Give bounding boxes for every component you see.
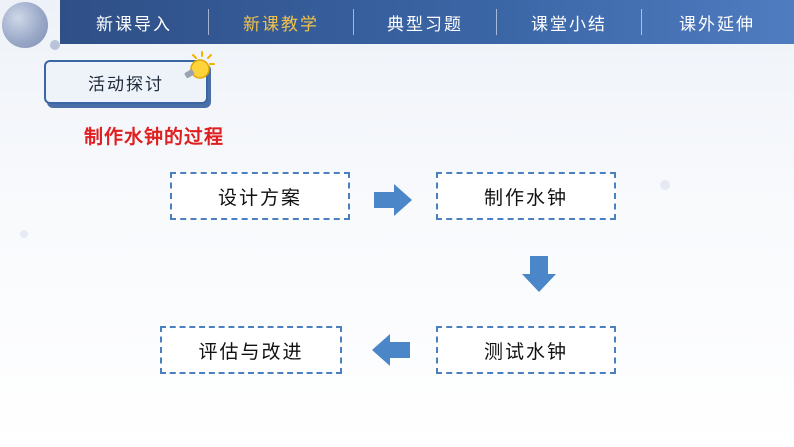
flow-step-test: 测试水钟 [436, 326, 616, 374]
arrow-down-icon [522, 256, 556, 292]
nav-divider [496, 9, 497, 35]
activity-tag: 活动探讨 [44, 60, 208, 104]
nav-divider [208, 9, 209, 35]
decorative-dot [660, 180, 670, 190]
flow-step-make: 制作水钟 [436, 172, 616, 220]
nav-tab-summary[interactable]: 课堂小结 [531, 14, 607, 35]
nav-tab-extension[interactable]: 课外延伸 [679, 14, 755, 35]
flow-step-design: 设计方案 [170, 172, 350, 220]
lightbulb-icon [184, 51, 215, 79]
arrow-right-icon [374, 184, 412, 216]
nav-divider [641, 9, 642, 35]
flow-step-evaluate: 评估与改进 [160, 326, 342, 374]
section-title: 制作水钟的过程 [84, 126, 225, 148]
nav-divider [353, 9, 354, 35]
decorative-dot [50, 40, 60, 50]
decorative-circle [2, 2, 48, 48]
nav-tab-teaching[interactable]: 新课教学 [243, 14, 319, 35]
arrow-left-icon [372, 334, 410, 366]
nav-tab-exercises[interactable]: 典型习题 [387, 14, 463, 35]
top-nav-bar: 新课导入 新课教学 典型习题 课堂小结 课外延伸 [60, 0, 794, 44]
nav-tab-intro[interactable]: 新课导入 [96, 14, 172, 35]
decorative-dot [20, 230, 28, 238]
